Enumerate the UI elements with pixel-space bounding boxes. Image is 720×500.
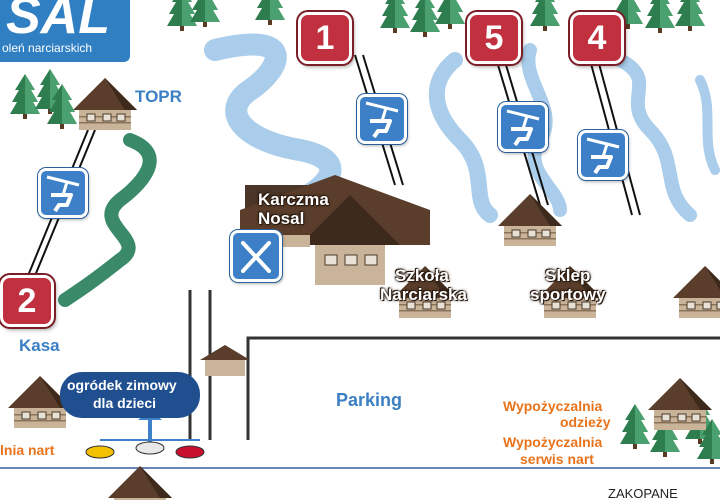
wypozyczalnia-odziezy-line2: odzieży <box>560 414 611 430</box>
karczma-label-line1: Karczma <box>258 190 329 209</box>
ogrodek-label-line2: dla dzieci <box>93 395 157 411</box>
fork-knife-glyph <box>241 241 271 273</box>
topr-label: TOPR <box>135 87 182 106</box>
parking-label: Parking <box>336 390 403 410</box>
restaurant-fork-knife-icon[interactable] <box>230 230 282 282</box>
ski-lift-icon[interactable] <box>357 94 407 144</box>
ski-lift-icon[interactable] <box>578 130 628 180</box>
ski-lift-glyph <box>506 109 540 147</box>
ski-lift-icon[interactable] <box>498 102 548 152</box>
wypozyczalnia-odziezy-line1: Wypożyczalnia <box>503 398 603 414</box>
kids-area-bubble <box>60 372 200 418</box>
logo-subtitle: oleń narciarskich <box>2 41 93 55</box>
ski-lift-glyph <box>586 137 620 175</box>
sklep-label-line1: Sklep <box>545 266 591 285</box>
wypozyczalnia-serwis-line2: serwis nart <box>520 451 594 467</box>
lift-4-badge[interactable]: 4 <box>570 12 624 64</box>
lift-1-badge[interactable]: 1 <box>298 12 352 64</box>
lift-2-badge[interactable]: 2 <box>0 275 54 327</box>
ski-lift-icon[interactable] <box>38 168 88 218</box>
ski-lift-glyph <box>46 175 80 213</box>
zakopane-label: ZAKOPANE <box>608 486 678 500</box>
ogrodek-label-line1: ogródek zimowy <box>67 377 177 393</box>
wypozyczalnia-nart-label: lnia nart <box>0 442 55 458</box>
karczma-label-line2: Nosal <box>258 209 305 228</box>
sklep-label-line2: sportowy <box>530 285 606 304</box>
szkola-label-line1: Szkoła <box>395 266 449 285</box>
resort-logo: SAL oleń narciarskich <box>0 0 130 62</box>
logo-title: SAL <box>6 0 110 45</box>
ski-lift-glyph <box>365 101 399 139</box>
kasa-label: Kasa <box>19 336 60 355</box>
szkola-label-line2: Narciarska <box>380 285 467 304</box>
wypozyczalnia-serwis-line1: Wypożyczalnia <box>503 434 603 450</box>
lift-5-badge[interactable]: 5 <box>467 12 521 64</box>
